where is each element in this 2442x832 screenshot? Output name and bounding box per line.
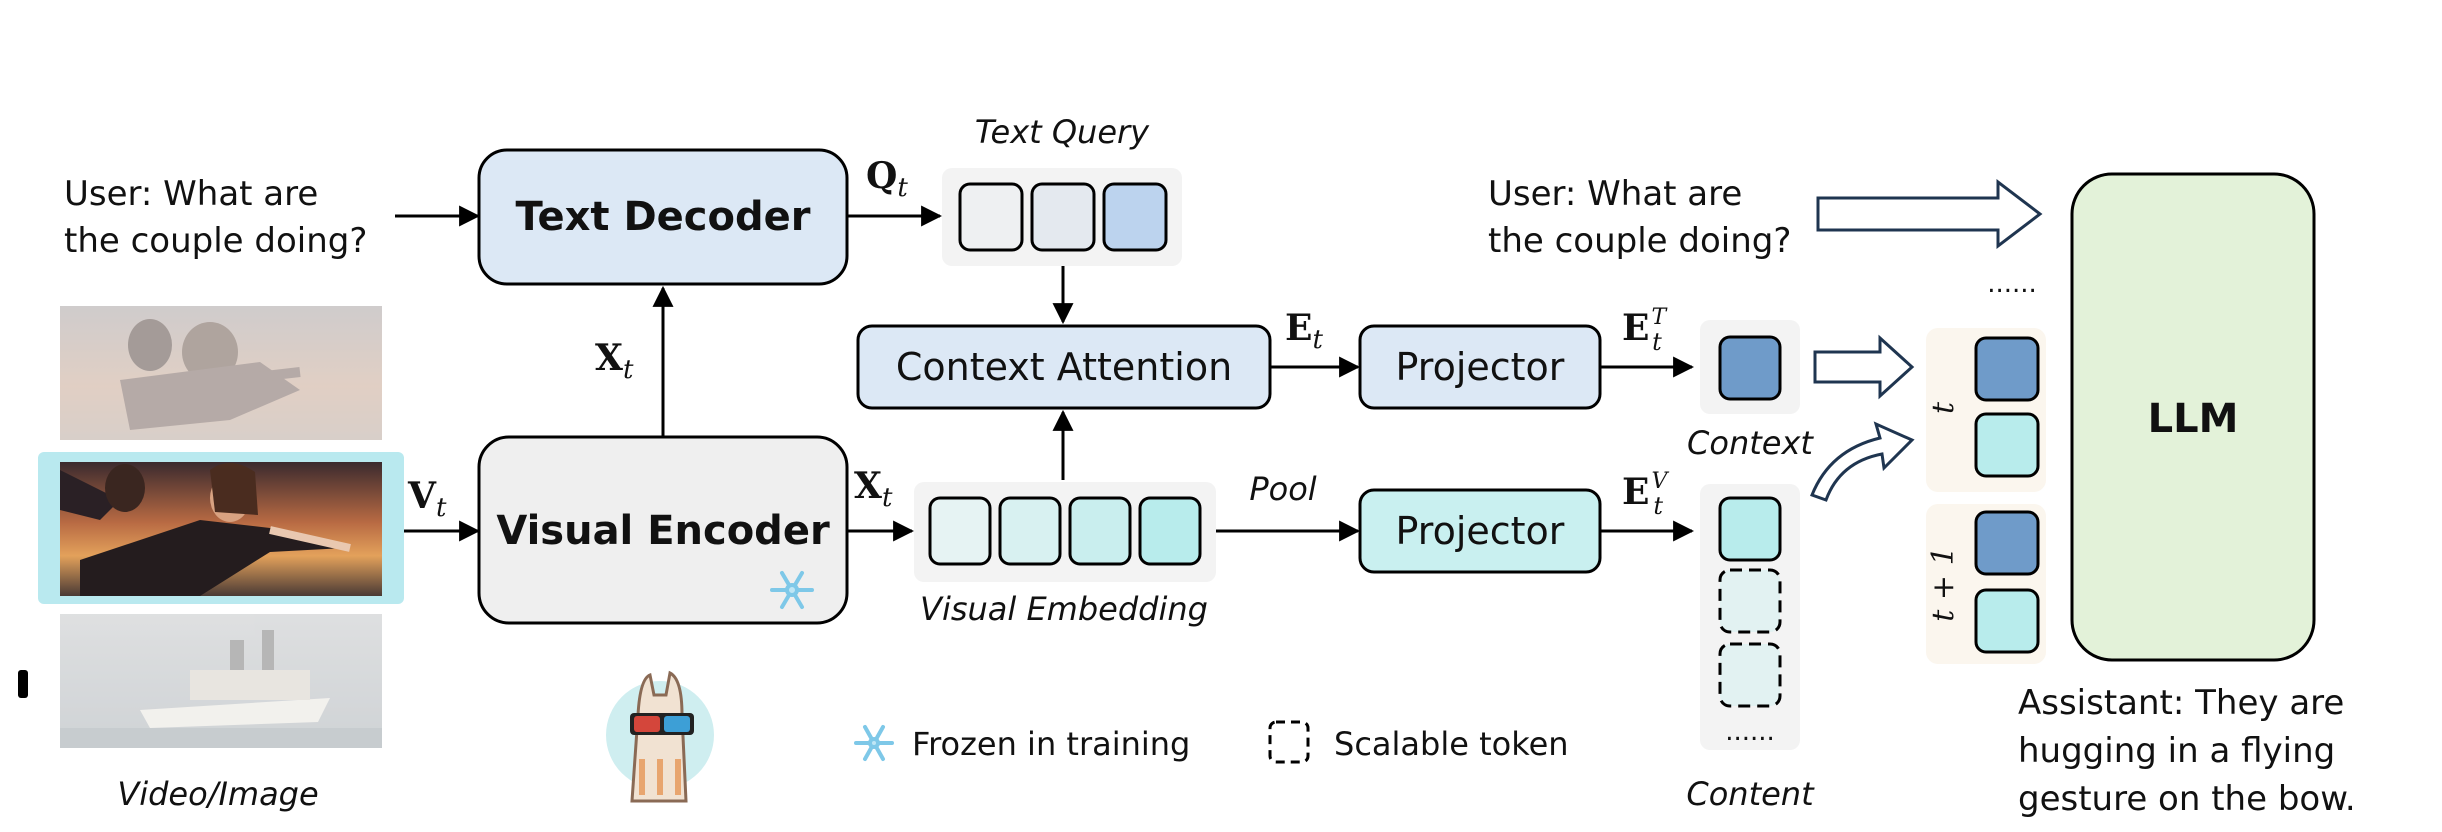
visual-embedding-token <box>928 496 992 566</box>
user-query-right-line1: User: What are <box>1488 174 1742 214</box>
llm-label: LLM <box>2148 396 2239 442</box>
projector-top-box: Projector <box>1358 324 1602 410</box>
assistant-line3: gesture on the bow. <box>2018 779 2356 819</box>
time-label-t-plus-1: t + 1 <box>1926 546 1961 621</box>
legend-scalable: Scalable token <box>1268 720 1569 764</box>
video-frame-3 <box>60 614 382 748</box>
text-query-token <box>1102 182 1168 252</box>
hollow-arrow-query-to-llm <box>1816 178 2043 250</box>
llama-logo-icon <box>606 670 714 803</box>
symbol-e-t: Et <box>1285 307 1323 355</box>
snowflake-icon <box>854 725 894 761</box>
sequence-dots: ...... <box>1987 269 2037 299</box>
text-query-tokens <box>942 168 1182 266</box>
text-query-token <box>958 182 1024 252</box>
context-label: Context <box>1687 424 1814 462</box>
context-attention-box: Context Attention <box>856 324 1272 410</box>
sequence-context-token <box>1974 510 2040 576</box>
sequence-content-token <box>1974 588 2040 654</box>
video-frame-1 <box>60 306 382 440</box>
curved-arrow-content-to-sequence <box>1810 421 1915 502</box>
text-decoder-label: Text Decoder <box>516 194 811 240</box>
user-query-right: User: What are the couple doing? <box>1488 174 1791 261</box>
video-image-label: Video/Image <box>117 775 318 813</box>
legend-scalable-label: Scalable token <box>1334 725 1569 763</box>
context-token-group <box>1700 320 1800 414</box>
content-token <box>1718 496 1782 562</box>
sequence-step-t: t <box>1926 328 2046 492</box>
pool-label: Pool <box>1249 470 1316 508</box>
visual-embedding-tokens <box>914 482 1216 582</box>
llm-box: LLM <box>2070 172 2316 662</box>
context-attention-label: Context Attention <box>896 345 1232 389</box>
visual-embedding-token <box>998 496 1062 566</box>
assistant-line1: Assistant: They are <box>2018 683 2344 723</box>
text-query-token <box>1030 182 1096 252</box>
dashed-token-icon <box>1268 720 1310 764</box>
text-decoder-box: Text Decoder <box>477 148 849 286</box>
sequence-step-t-plus-1: t + 1 <box>1926 504 2046 664</box>
user-query-left-line1: User: What are <box>64 174 318 214</box>
assistant-line2: hugging in a flying <box>2018 731 2335 771</box>
content-dots: ...... <box>1725 717 1775 747</box>
context-token <box>1718 335 1782 401</box>
visual-encoder-box: Visual Encoder <box>477 435 849 625</box>
assistant-answer: Assistant: They are hugging in a flying … <box>2018 683 2356 819</box>
projector-top-label: Projector <box>1396 345 1565 389</box>
content-token-group: ...... <box>1700 484 1800 750</box>
video-frame-2 <box>60 462 382 596</box>
projector-bottom-label: Projector <box>1396 509 1565 553</box>
visual-embedding-token <box>1068 496 1132 566</box>
legend-frozen-label: Frozen in training <box>912 725 1190 763</box>
scalable-content-token <box>1718 642 1782 708</box>
projector-bottom-box: Projector <box>1358 488 1602 574</box>
visual-embedding-token <box>1138 496 1202 566</box>
text-query-label: Text Query <box>975 113 1150 151</box>
legend-frozen: Frozen in training <box>854 725 1190 763</box>
left-edge-mark <box>18 670 28 698</box>
user-query-right-line2: the couple doing? <box>1488 221 1791 261</box>
visual-embedding-label: Visual Embedding <box>920 590 1208 628</box>
symbol-x-t-up: Xt <box>595 337 634 385</box>
sequence-content-token <box>1974 412 2040 478</box>
symbol-q-t: Qt <box>866 155 908 203</box>
symbol-v-t: Vt <box>407 475 447 523</box>
visual-encoder-label: Visual Encoder <box>496 508 830 554</box>
symbol-x-t-right: Xt <box>854 465 893 513</box>
sequence-context-token <box>1974 336 2040 402</box>
video-frames <box>18 306 404 748</box>
content-label: Content <box>1686 775 1815 813</box>
hollow-arrow-context-to-sequence <box>1813 334 1915 400</box>
scalable-content-token <box>1718 568 1782 634</box>
snowflake-icon <box>770 571 814 609</box>
time-label-t: t <box>1926 401 1961 414</box>
user-query-left-line2: the couple doing? <box>64 221 367 261</box>
user-query-left: User: What are the couple doing? <box>64 174 367 261</box>
